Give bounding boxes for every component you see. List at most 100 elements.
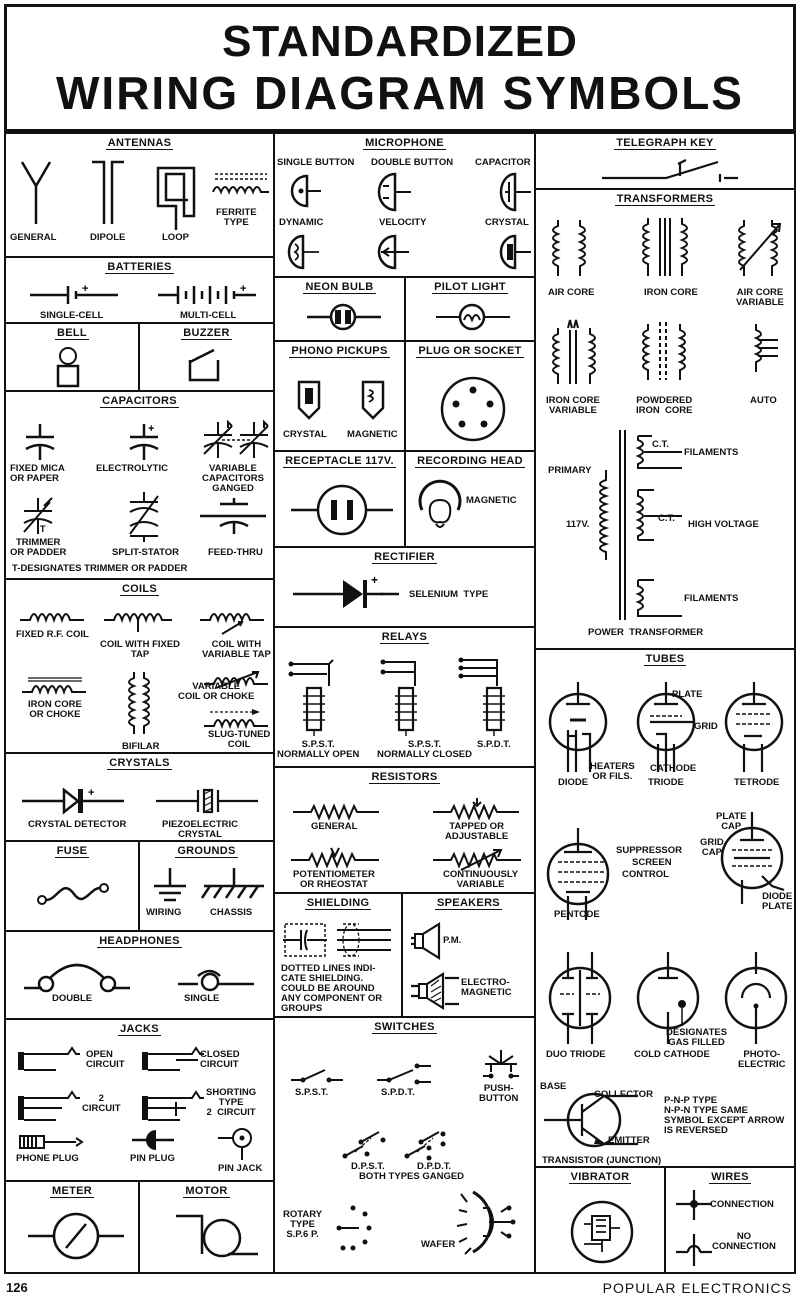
bell-icon [52,344,88,390]
transistor-emitter-label: EMITTER [608,1135,650,1146]
transformer-auto-icon [748,322,788,382]
coil-fixed-rf-label: FIXED R.F. COIL [16,629,89,640]
tubes-header: TUBES [643,653,687,666]
bell-panel: BELL [4,322,140,392]
plug-header: PLUG OR SOCKET [416,345,524,358]
mic-crystal-label: CRYSTAL [485,217,529,228]
switch-push-icon [481,1048,521,1079]
antennas-header: ANTENNAS [105,137,174,150]
tube-control-label: CONTROL [622,869,669,880]
ground-chassis-label: CHASSIS [210,907,253,918]
capacitors-panel: CAPACITORS + T FIXED MICA OR PAPER ELECT… [4,390,275,580]
mic-capacitor-label: CAPACITOR [475,157,531,168]
receptacle-panel: RECEPTACLE 117V. [273,450,406,548]
switch-spdt-icon [375,1063,435,1085]
switch-dpdt-icon [404,1126,446,1161]
resistor-tapped-icon [431,796,521,820]
coil-iron-core-icon [20,674,90,696]
svg-text:+: + [371,573,378,587]
relay-spdt-icon [458,657,505,736]
mic-crystal-icon [501,232,533,272]
tube-tetrode-icon [722,680,786,776]
wire-no-connection-label: NO CONNECTION [712,1231,776,1252]
switch-wafer-icon [455,1182,516,1262]
switch-dpst-label: D.P.S.T. [351,1161,385,1172]
switch-dpdt-label: D.P.D.T. [417,1161,452,1172]
speaker-pm-icon [409,922,449,962]
wires-panel: WIRES CONNECTION NO CONNECTION [664,1166,796,1274]
capacitor-trimmer-icon: T [18,496,58,534]
ground-wiring-icon [154,868,186,908]
headphones-double-label: DOUBLE [52,993,93,1004]
title-line-2: WIRING DIAGRAM SYMBOLS [56,67,744,119]
tube-duo-label: DUO TRIODE [546,1049,606,1060]
transformers-panel: TRANSFORMERS AIR CORE IRON CORE AIR CORE… [534,188,796,650]
transformer-powdered-icon [640,322,690,380]
microphone-panel: MICROPHONE SINGLE BUTTON DOUBLE BUTTON C… [273,132,536,278]
relays-header: RELAYS [379,631,430,644]
tube-diode-plate-label: DIODE PLATE [762,891,793,912]
transformer-air-var-label: AIR CORE VARIABLE [736,287,784,308]
transformer-filaments2-label: FILAMENTS [684,593,739,604]
antennas-panel: ANTENNAS GENERAL DIPOLE LOOP FERRITE TYP… [4,132,275,258]
pilot-header: PILOT LIGHT [432,281,508,294]
antenna-ferrite-label: FERRITE TYPE [216,207,257,228]
tube-photo-label: PHOTO- ELECTRIC [738,1049,786,1070]
antenna-dipole-icon [88,160,128,230]
power-transformer-icon [592,430,702,630]
tube-triode-label: TRIODE [648,777,684,788]
recording-header: RECORDING HEAD [415,455,525,468]
microphone-header: MICROPHONE [363,137,446,150]
tube-duo-triode-icon [544,950,616,1046]
plug-panel: PLUG OR SOCKET [404,340,536,452]
antenna-general-label: GENERAL [10,232,57,243]
receptacle-icon [289,482,395,538]
tube-heaters-label: HEATERS OR FILS. [590,761,635,782]
tube-plate-cap-label: PLATE CAP [716,811,747,832]
resistors-header: RESISTORS [369,771,440,784]
buzzer-icon [186,346,226,386]
jack-open-icon [18,1046,82,1074]
transistor-pnp-note: P-N-P TYPE N-P-N TYPE SAME SYMBOL EXCEPT… [664,1095,785,1136]
capacitor-electrolytic-label: ELECTROLYTIC [96,463,168,474]
tube-grid-label: GRID [694,721,718,732]
batteries-panel: BATTERIES + + SINGLE-CELL MULTI-CELL [4,256,275,324]
recording-magnetic-label: MAGNETIC [466,495,517,506]
tube-grid-cap-label: GRID CAP [700,837,724,858]
tube-cold-cathode-icon [632,950,704,1046]
receptacle-header: RECEPTACLE 117V. [283,455,396,468]
wire-connection-icon [676,1190,712,1220]
crystal-detector-icon: + [20,787,130,816]
resistor-general-label: GENERAL [311,821,358,832]
transformer-hv-label: HIGH VOLTAGE [688,519,759,530]
rectifier-panel: RECTIFIER + SELENIUM TYPE [273,546,536,628]
antenna-loop-label: LOOP [162,232,189,243]
capacitor-split-stator-icon [122,490,166,544]
switch-dpst-icon [342,1128,386,1159]
antenna-loop-icon [150,164,200,234]
vibrator-panel: VIBRATOR [534,1166,666,1274]
mic-velocity-icon [379,232,413,272]
jacks-header: JACKS [118,1023,161,1036]
rectifier-selenium-icon: + [291,573,401,608]
wire-no-connection-icon [674,1232,714,1268]
headphones-single-label: SINGLE [184,993,220,1004]
crystal-piezo-icon [154,786,264,816]
crystals-header: CRYSTALS [107,757,172,770]
phone-plug-icon [18,1132,88,1152]
capacitor-fixed-icon [20,422,60,462]
transistor-base-label: BASE [540,1081,567,1092]
speakers-panel: SPEAKERS P.M. ELECTRO- MAGNETIC [401,892,536,1018]
transformer-ct1-label: C.T. [652,439,669,450]
crystals-panel: CRYSTALS + CRYSTAL DETECTOR PIEZOELECTRI… [4,752,275,842]
resistor-general-icon [291,804,381,820]
transformer-powdered-label: POWDERED IRON CORE [636,395,693,416]
svg-text:+: + [148,423,154,435]
tube-gas-label: DESIGNATES GAS FILLED [666,1027,728,1048]
coil-variable-icon [202,666,272,690]
headphones-header: HEADPHONES [97,935,182,948]
coil-bifilar-icon [126,670,156,740]
mic-dynamic-label: DYNAMIC [279,217,324,228]
jack-shorting-label: SHORTING TYPE 2 CIRCUIT [206,1087,257,1118]
resistor-pot-icon [289,848,383,868]
